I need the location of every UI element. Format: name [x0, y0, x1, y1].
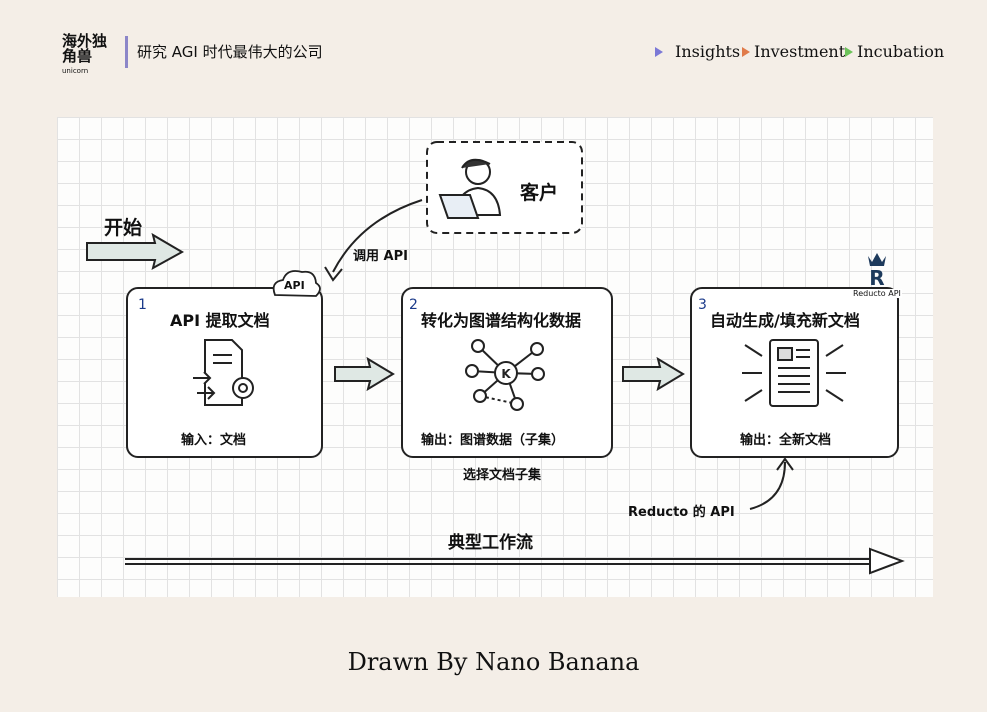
triangle-icon	[742, 46, 750, 57]
triangle-icon	[845, 46, 853, 57]
reducto-api-label: Reducto 的 API	[628, 505, 735, 520]
logo-text: 海外独角兽	[62, 32, 108, 65]
step-2-box: 2 转化为图谱结构化数据 输出：图谱数据（子集）	[401, 287, 613, 458]
step-1-box: 1 API 提取文档 输入：文档	[126, 287, 323, 458]
step-number: 2	[409, 297, 418, 313]
call-api-label: 调用 API	[353, 249, 408, 264]
step-output: 输出：图谱数据（子集）	[421, 433, 565, 448]
step-output: 输入：文档	[181, 433, 247, 448]
workflow-label: 典型工作流	[448, 533, 533, 553]
nav-label: Insights	[675, 42, 741, 61]
start-label: 开始	[104, 217, 143, 239]
triangle-icon	[655, 46, 663, 57]
step-title: 转化为图谱结构化数据	[421, 311, 582, 330]
cloud-api-label: API	[284, 279, 305, 292]
step-number: 3	[698, 297, 707, 313]
nav-label: Incubation	[857, 42, 945, 61]
nav-incubation[interactable]: Incubation	[845, 42, 944, 61]
customer-label: 客户	[520, 182, 559, 204]
step-3-box: 3 自动生成/填充新文档 输出：全新文档	[690, 287, 899, 458]
nav-insights[interactable]: Insights	[655, 42, 740, 61]
reducto-logo-text: Reducto API	[852, 289, 902, 298]
nav-investment[interactable]: Investment	[742, 42, 845, 61]
divider	[125, 36, 128, 68]
step-title: API 提取文档	[170, 311, 270, 330]
step-2-note: 选择文档子集	[463, 468, 542, 483]
tagline: 研究 AGI 时代最伟大的公司	[137, 43, 323, 61]
step-title: 自动生成/填充新文档	[710, 311, 860, 330]
logo-sub: unicorn	[62, 67, 89, 75]
nav-label: Investment	[754, 42, 846, 61]
step-output: 输出：全新文档	[740, 433, 832, 448]
step-number: 1	[138, 297, 147, 313]
logo: 海外独角兽 unicorn	[62, 32, 108, 76]
footer-caption: Drawn By Nano Banana	[347, 648, 640, 676]
